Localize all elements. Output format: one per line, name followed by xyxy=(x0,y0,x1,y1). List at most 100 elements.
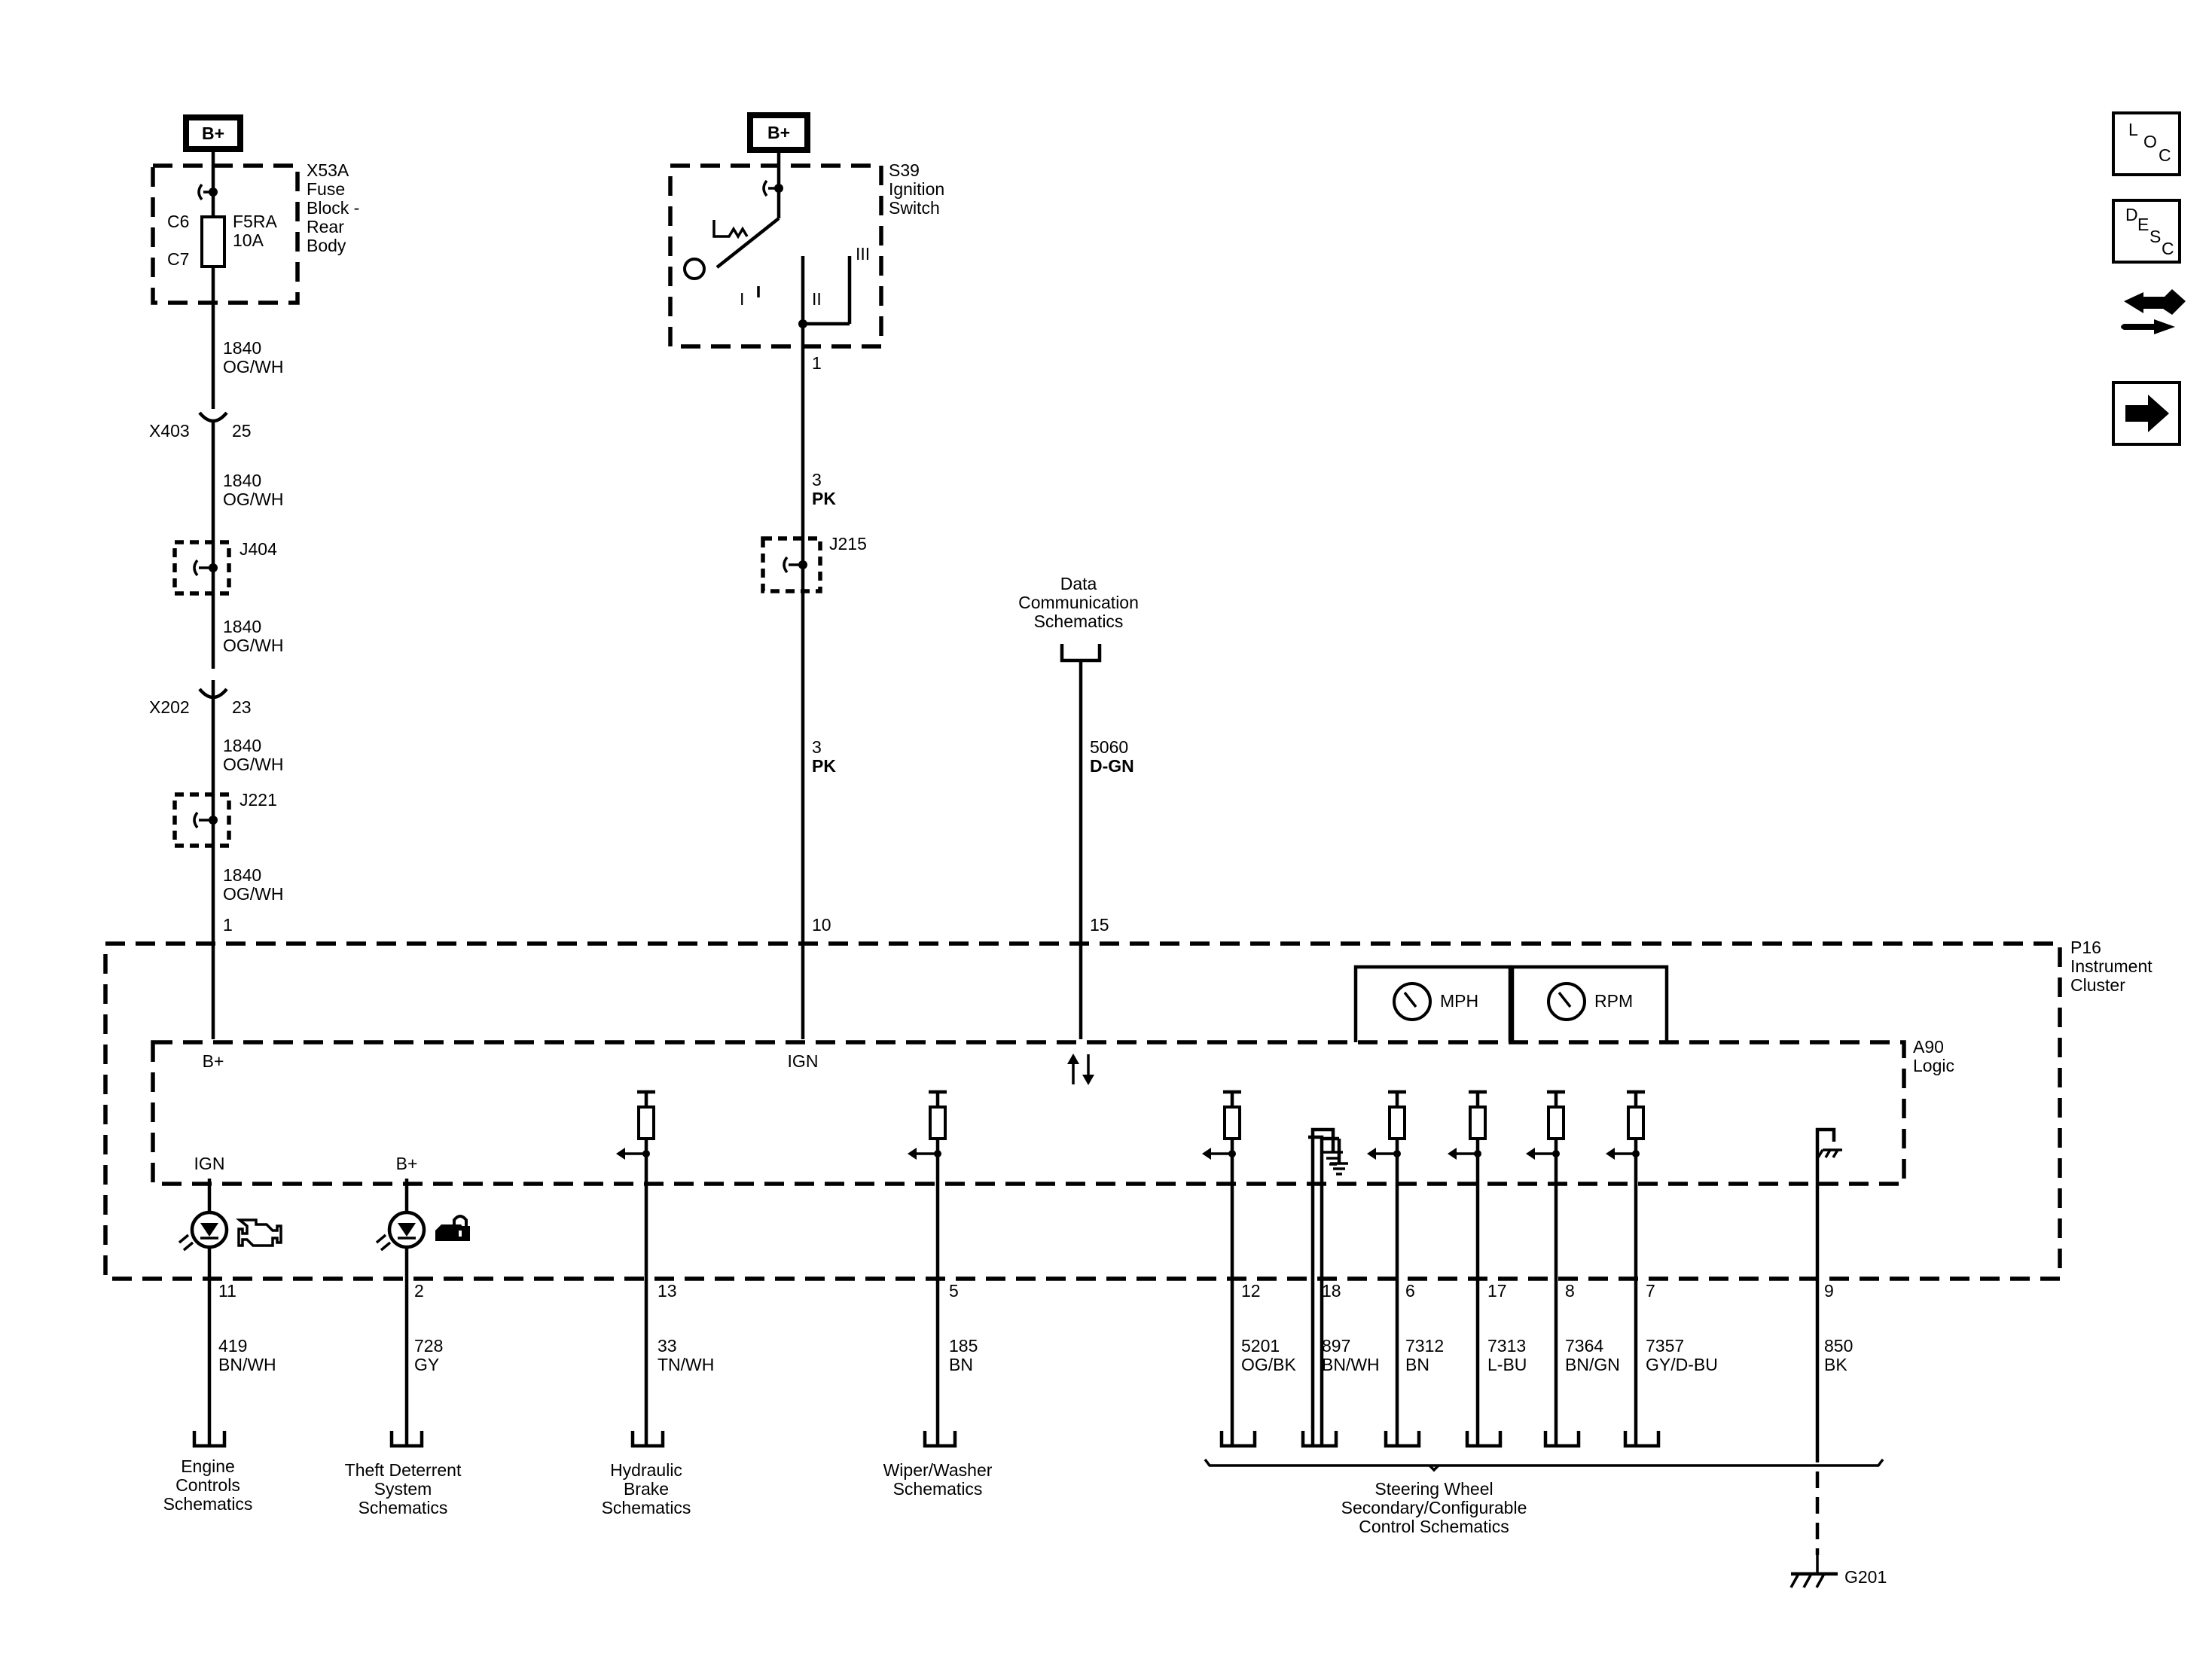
svg-text:OG/WH: OG/WH xyxy=(223,357,284,377)
svg-text:S39: S39 xyxy=(889,160,920,180)
svg-text:BN/WH: BN/WH xyxy=(218,1355,276,1374)
svg-text:C: C xyxy=(2162,239,2174,258)
svg-text:PK: PK xyxy=(812,489,836,508)
svg-text:B+: B+ xyxy=(203,1051,224,1071)
output-wires xyxy=(616,1090,1645,1446)
ignition-switch: S39 Ignition Switch I II III xyxy=(668,160,944,349)
svg-text:OG/WH: OG/WH xyxy=(223,755,284,774)
svg-text:850: 850 xyxy=(1824,1336,1853,1356)
svg-text:OG/BK: OG/BK xyxy=(1241,1355,1297,1374)
svg-text:X403: X403 xyxy=(149,421,190,441)
svg-text:J221: J221 xyxy=(240,790,277,810)
next-button[interactable] xyxy=(2112,381,2181,446)
svg-text:TN/WH: TN/WH xyxy=(657,1355,714,1374)
engine-indicator: IGN xyxy=(178,1154,282,1446)
theft-deterrent-link[interactable]: Theft Deterrent System Schematics xyxy=(345,1431,462,1517)
svg-text:II: II xyxy=(812,289,822,309)
svg-text:1: 1 xyxy=(812,353,822,373)
speedometer-gauge: MPH xyxy=(1353,965,1512,1042)
svg-text:BN/WH: BN/WH xyxy=(1322,1355,1380,1374)
svg-text:Ignition: Ignition xyxy=(889,179,944,199)
splice-j404: J404 xyxy=(172,539,277,596)
svg-text:Rear: Rear xyxy=(307,217,344,236)
svg-text:C: C xyxy=(2159,145,2171,165)
engine-controls-link[interactable]: Engine Controls Schematics xyxy=(163,1431,253,1514)
theft-indicator: B+ xyxy=(375,1154,470,1446)
svg-text:Block -: Block - xyxy=(307,198,359,218)
connector-wrench-button[interactable] xyxy=(2121,289,2186,334)
svg-text:12: 12 xyxy=(1241,1281,1261,1301)
svg-text:2: 2 xyxy=(414,1281,424,1301)
svg-text:7357: 7357 xyxy=(1646,1336,1684,1356)
svg-text:G201: G201 xyxy=(1844,1567,1887,1587)
svg-text:7312: 7312 xyxy=(1405,1336,1444,1356)
svg-text:Secondary/Configurable: Secondary/Configurable xyxy=(1341,1498,1527,1517)
svg-text:C6: C6 xyxy=(167,212,189,231)
data-communication-link[interactable]: Data Communication Schematics xyxy=(1018,574,1139,663)
svg-text:1840: 1840 xyxy=(223,736,261,755)
svg-text:Schematics: Schematics xyxy=(1034,611,1124,631)
svg-text:F5RA: F5RA xyxy=(233,212,277,231)
svg-text:S: S xyxy=(2149,227,2161,246)
svg-text:1840: 1840 xyxy=(223,338,261,358)
instrument-cluster: P16 Instrument Cluster MPH RPM A90 Logic… xyxy=(103,938,2153,1281)
svg-text:9: 9 xyxy=(1824,1281,1834,1301)
svg-text:Fuse: Fuse xyxy=(307,179,345,199)
svg-text:Theft Deterrent: Theft Deterrent xyxy=(345,1460,462,1480)
svg-text:Data: Data xyxy=(1060,574,1097,593)
svg-text:7364: 7364 xyxy=(1565,1336,1603,1356)
svg-text:185: 185 xyxy=(949,1336,978,1356)
svg-text:3: 3 xyxy=(812,737,822,757)
svg-text:O: O xyxy=(2143,132,2157,151)
svg-text:17: 17 xyxy=(1487,1281,1507,1301)
svg-text:BN: BN xyxy=(1405,1355,1429,1374)
arrow-right-icon xyxy=(2125,395,2169,432)
car-lock-icon xyxy=(435,1215,470,1241)
location-button[interactable]: L O C xyxy=(2112,111,2181,176)
ignition-b-plus-source: B+ xyxy=(747,112,810,153)
svg-text:B+: B+ xyxy=(767,123,790,142)
svg-text:897: 897 xyxy=(1322,1336,1350,1356)
brake-output xyxy=(616,1090,655,1446)
connector-wrench-icon xyxy=(2121,289,2186,334)
svg-text:5201: 5201 xyxy=(1241,1336,1280,1356)
svg-text:1: 1 xyxy=(223,915,233,935)
steering-wheel-controls-link[interactable]: Steering Wheel Secondary/Configurable Co… xyxy=(1204,1431,1884,1536)
svg-text:Control Schematics: Control Schematics xyxy=(1359,1517,1509,1536)
svg-text:B+: B+ xyxy=(202,124,224,143)
svg-text:10: 10 xyxy=(812,915,831,935)
splice-j221: J221 xyxy=(172,790,277,848)
engine-icon xyxy=(236,1218,282,1247)
wiper-washer-link[interactable]: Wiper/Washer Schematics xyxy=(883,1431,993,1499)
svg-text:5: 5 xyxy=(949,1281,959,1301)
svg-text:8: 8 xyxy=(1565,1281,1575,1301)
svg-text:X202: X202 xyxy=(149,697,190,717)
hydraulic-brake-link[interactable]: Hydraulic Brake Schematics xyxy=(602,1431,691,1517)
svg-text:X53A: X53A xyxy=(307,160,349,180)
svg-text:Engine: Engine xyxy=(181,1456,235,1476)
svg-text:C7: C7 xyxy=(167,249,189,269)
wiper-output xyxy=(908,1090,947,1446)
svg-text:III: III xyxy=(856,244,870,264)
chassis-ground xyxy=(1815,1127,1842,1446)
svg-text:1840: 1840 xyxy=(223,471,261,490)
svg-text:7: 7 xyxy=(1646,1281,1655,1301)
svg-text:E: E xyxy=(2137,215,2149,234)
svg-text:25: 25 xyxy=(232,421,252,441)
svg-text:Schematics: Schematics xyxy=(163,1494,253,1514)
ground-g201: G201 xyxy=(1789,1446,1887,1588)
svg-text:PK: PK xyxy=(812,756,836,776)
svg-text:13: 13 xyxy=(657,1281,677,1301)
svg-text:J404: J404 xyxy=(240,539,277,559)
svg-text:J215: J215 xyxy=(829,534,867,554)
description-button[interactable]: D E S C xyxy=(2112,199,2181,264)
svg-text:BK: BK xyxy=(1824,1355,1847,1374)
svg-text:728: 728 xyxy=(414,1336,443,1356)
fuse-block: X53A Fuse Block - Rear Body C6 C7 F5RA 1… xyxy=(151,160,359,305)
svg-text:B+: B+ xyxy=(396,1154,418,1173)
splice-j215: J215 xyxy=(761,534,867,593)
svg-text:D: D xyxy=(2125,205,2138,224)
svg-text:RPM: RPM xyxy=(1594,991,1633,1011)
output-7312 xyxy=(1367,1090,1406,1446)
